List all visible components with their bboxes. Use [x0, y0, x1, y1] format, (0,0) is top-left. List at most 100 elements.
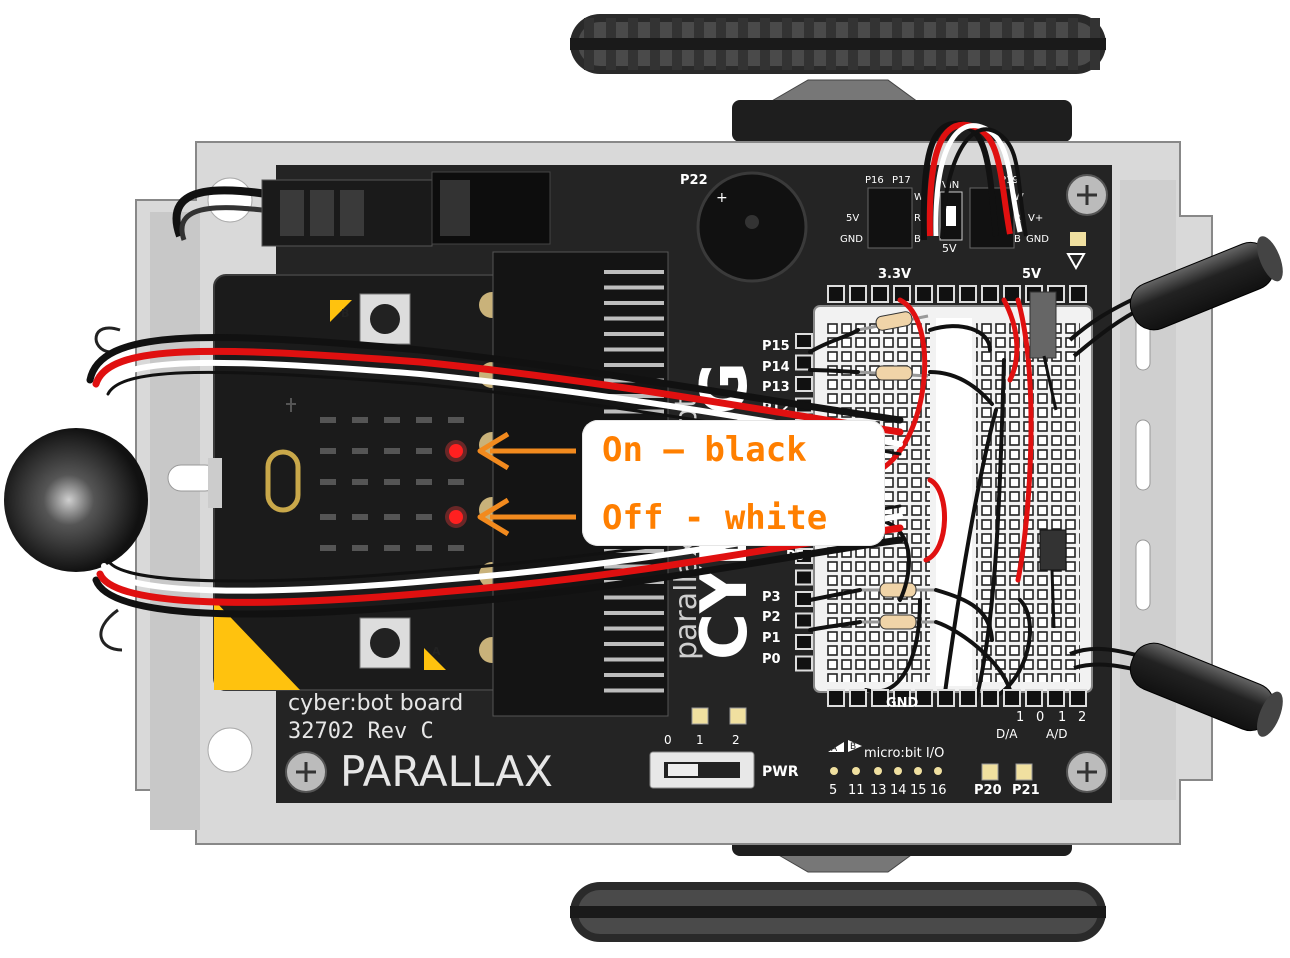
buzzer: [696, 171, 808, 283]
left-header-pin: [795, 354, 813, 371]
left-header-pin: [795, 634, 813, 650]
socket-pin: [604, 611, 664, 615]
board-name: cyber:bot board: [288, 691, 463, 716]
socket-pin: [604, 316, 664, 321]
led-off: [416, 545, 432, 551]
header-pin: [1047, 689, 1065, 707]
microbit-button-b[interactable]: [359, 293, 411, 345]
header-pin: [827, 285, 845, 303]
header-pin: [849, 285, 867, 303]
da-num-1b: 1: [1058, 710, 1066, 725]
io-pin-label: 5: [829, 783, 837, 798]
ad-label: A/D: [1046, 727, 1068, 741]
io-pin-label: 13: [870, 783, 887, 798]
header-pin: [893, 689, 911, 707]
tail-wheel: [4, 428, 148, 572]
gnd-left: GND: [840, 234, 863, 245]
led-off: [352, 545, 368, 551]
io-triangle-a: [828, 742, 844, 752]
io-dot: [934, 767, 942, 775]
pin-label-p3: P3: [762, 590, 781, 605]
callout-off-white: Off - white: [602, 498, 828, 538]
header-pin: [871, 285, 889, 303]
logo-b-label: B: [341, 307, 349, 320]
led-off: [448, 545, 464, 551]
left-header-pin: [795, 333, 813, 349]
resistors: [857, 311, 936, 630]
top-headers: [827, 285, 1087, 303]
led-off: [384, 448, 400, 454]
header-pin: [959, 285, 977, 303]
led-off: [352, 479, 368, 485]
socket-pin: [604, 595, 664, 600]
top-wheel: [570, 14, 1106, 74]
io-dots: [830, 767, 942, 775]
power-switch[interactable]: [649, 751, 755, 789]
header-pin: [1025, 689, 1043, 707]
socket-pin: [604, 301, 664, 305]
ir-receiver-top: [1029, 291, 1058, 411]
led-off: [416, 448, 432, 454]
light-sensor-icon: [286, 398, 296, 412]
mode-leds: [691, 707, 747, 725]
pin-label-p2: P2: [762, 610, 781, 625]
five-v-left: 5V: [846, 213, 859, 224]
io-triangle-b: [848, 740, 862, 752]
microbit-button-a[interactable]: [359, 617, 411, 669]
led-off: [384, 417, 400, 423]
socket-pin: [604, 688, 664, 693]
switch-pos-0: 0: [664, 733, 672, 747]
screw-bottom-right: [1066, 751, 1108, 793]
switch-pos-2: 2: [732, 733, 740, 747]
socket-pin: [604, 270, 664, 274]
da-num-2: 2: [1078, 710, 1086, 725]
socket-pin: [604, 564, 664, 569]
da-label: D/A: [996, 727, 1018, 741]
w-left: W: [914, 192, 924, 203]
header-pin: [827, 689, 845, 707]
v-plus: V+: [1028, 213, 1043, 224]
left-header-pin: [795, 655, 813, 672]
warning-icon: [1066, 253, 1086, 271]
io-dot: [830, 767, 838, 775]
p16-label: P16: [865, 175, 884, 186]
io-b-letter: B: [850, 742, 856, 752]
b-right: B: [1014, 234, 1021, 245]
header-pin: [849, 689, 867, 707]
arrow-off: [477, 497, 576, 537]
led-off: [352, 514, 368, 520]
ir-led-bottom: [1069, 642, 1283, 737]
pin-label-p0: P0: [762, 652, 781, 667]
rail-3v3: 3.3V: [878, 267, 911, 282]
socket-pin: [604, 285, 664, 290]
led-off: [384, 479, 400, 485]
socket-pin: [604, 673, 664, 677]
io-dot: [874, 767, 882, 775]
io-dot: [852, 767, 860, 775]
ir-receiver-bottom: [1039, 529, 1067, 629]
rail-5v: 5V: [1022, 267, 1041, 282]
led-off: [320, 417, 336, 423]
header-pin: [1003, 285, 1021, 303]
io-pin-label: 11: [848, 783, 865, 798]
led-off: [448, 479, 464, 485]
p20-p21-leds: [981, 763, 1033, 781]
p21-label: P21: [1012, 783, 1040, 798]
led-off: [384, 514, 400, 520]
io-dot: [914, 767, 922, 775]
rail-gnd: GND: [886, 696, 919, 711]
ir-led-top: [1068, 236, 1283, 358]
socket-pin: [604, 347, 664, 352]
screw-top-left-board: [1066, 174, 1108, 216]
microbit-io-label: micro:bit I/O: [864, 746, 944, 761]
breadboard-wires: [808, 297, 1034, 702]
led-off: [320, 545, 336, 551]
led-off: [352, 448, 368, 454]
p17-label: P17: [892, 175, 911, 186]
da-num-0: 0: [1036, 710, 1044, 725]
power-jack: [172, 171, 551, 247]
screw-bottom-left: [285, 751, 327, 793]
five-v-jumper: 5V: [942, 242, 957, 255]
left-header-pin: [795, 569, 813, 586]
io-pin-label: 14: [890, 783, 907, 798]
